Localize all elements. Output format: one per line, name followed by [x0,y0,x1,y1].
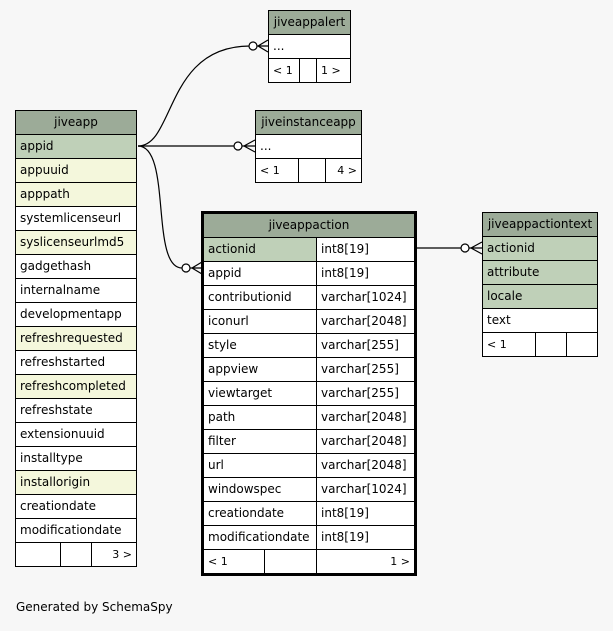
table-jiveinstanceapp[interactable]: jiveinstanceapp ... < 1 4 > [255,110,362,183]
spacer-cell [535,332,567,357]
edge-jiveapp-jiveappalert [137,45,251,147]
table-jiveapp[interactable]: jiveapp appid appuuid apppath systemlice… [15,110,137,567]
column-name[interactable]: windowspec [202,477,317,502]
crowfoot-many-icon [242,139,256,153]
table-title[interactable]: jiveapp [15,110,137,135]
column-type: varchar[2048] [316,309,416,334]
column-locale[interactable]: locale [482,284,598,309]
column-name[interactable]: filter [202,429,317,454]
column-refreshrequested[interactable]: refreshrequested [15,326,137,351]
zero-optional-icon [460,243,470,253]
table-title[interactable]: jiveappactiontext [482,212,598,237]
column-installtype[interactable]: installtype [15,446,137,471]
column-type: int8[19] [316,261,416,286]
table-title[interactable]: jiveappaction [202,212,416,238]
column-name[interactable]: actionid [202,237,317,262]
parents-count[interactable]: < 1 [268,58,300,83]
zero-optional-icon [248,41,258,51]
children-count[interactable]: 1 > [316,549,416,575]
column-type: int8[19] [316,525,416,550]
column-installorigin[interactable]: installorigin [15,470,137,495]
parents-count[interactable]: < 1 [204,550,265,573]
zero-optional-icon [181,263,191,273]
column-name[interactable]: viewtarget [202,381,317,406]
column-name[interactable]: contributionid [202,285,317,310]
column-actionid[interactable]: actionid [482,236,598,261]
column-appid[interactable]: appid [15,134,137,159]
column-type: varchar[255] [316,357,416,382]
spacer-cell [15,542,61,567]
spacer-cell [265,551,316,574]
crowfoot-many-icon [190,261,203,275]
table-title[interactable]: jiveinstanceapp [255,110,362,135]
column-syslicenseurlmd5[interactable]: syslicenseurlmd5 [15,230,137,255]
column-gadgethash[interactable]: gadgethash [15,254,137,279]
column-refreshstate[interactable]: refreshstate [15,398,137,423]
spacer-cell [60,542,92,567]
children-count[interactable]: 1 > [316,58,351,83]
nav-cell: < 1 [202,549,317,575]
children-count[interactable]: 3 > [91,542,137,567]
column-modificationdate[interactable]: modificationdate [15,518,137,543]
column-type: varchar[1024] [316,285,416,310]
column-extensionuuid[interactable]: extensionuuid [15,422,137,447]
table-row: ... [255,134,362,159]
column-developmentapp[interactable]: developmentapp [15,302,137,327]
column-name[interactable]: iconurl [202,309,317,334]
column-type: varchar[2048] [316,453,416,478]
crowfoot-many-icon [469,241,483,255]
column-name[interactable]: appid [202,261,317,286]
column-type: int8[19] [316,237,416,262]
zero-optional-icon [233,141,243,151]
children-count[interactable]: 4 > [325,158,362,183]
footer-credit: Generated by SchemaSpy [16,600,173,614]
parents-count[interactable]: < 1 [482,332,536,357]
column-name[interactable]: appview [202,357,317,382]
column-internalname[interactable]: internalname [15,278,137,303]
spacer-cell [299,58,317,83]
table-jiveappactiontext[interactable]: jiveappactiontext actionid attribute loc… [482,212,598,357]
column-type: int8[19] [316,501,416,526]
column-name[interactable]: style [202,333,317,358]
column-name[interactable]: modificationdate [202,525,317,550]
parents-count[interactable]: < 1 [255,158,299,183]
column-type: varchar[2048] [316,429,416,454]
column-creationdate[interactable]: creationdate [15,494,137,519]
column-type: varchar[2048] [316,405,416,430]
column-systemlicenseurl[interactable]: systemlicenseurl [15,206,137,231]
spacer-cell [566,332,598,357]
column-appuuid[interactable]: appuuid [15,158,137,183]
column-type: varchar[1024] [316,477,416,502]
column-text[interactable]: text [482,308,598,333]
table-jiveappalert[interactable]: jiveappalert ... < 1 1 > [268,10,351,83]
column-apppath[interactable]: apppath [15,182,137,207]
column-attribute[interactable]: attribute [482,260,598,285]
crowfoot-many-icon [256,39,269,53]
column-type: varchar[255] [316,381,416,406]
column-refreshcompleted[interactable]: refreshcompleted [15,374,137,399]
column-name[interactable]: creationdate [202,501,317,526]
spacer-cell [298,158,326,183]
column-type: varchar[255] [316,333,416,358]
column-refreshstarted[interactable]: refreshstarted [15,350,137,375]
table-row: ... [268,34,351,59]
column-name[interactable]: path [202,405,317,430]
table-title[interactable]: jiveappalert [268,10,351,35]
edge-jiveapp-jiveappaction [137,145,183,269]
column-name[interactable]: url [202,453,317,478]
